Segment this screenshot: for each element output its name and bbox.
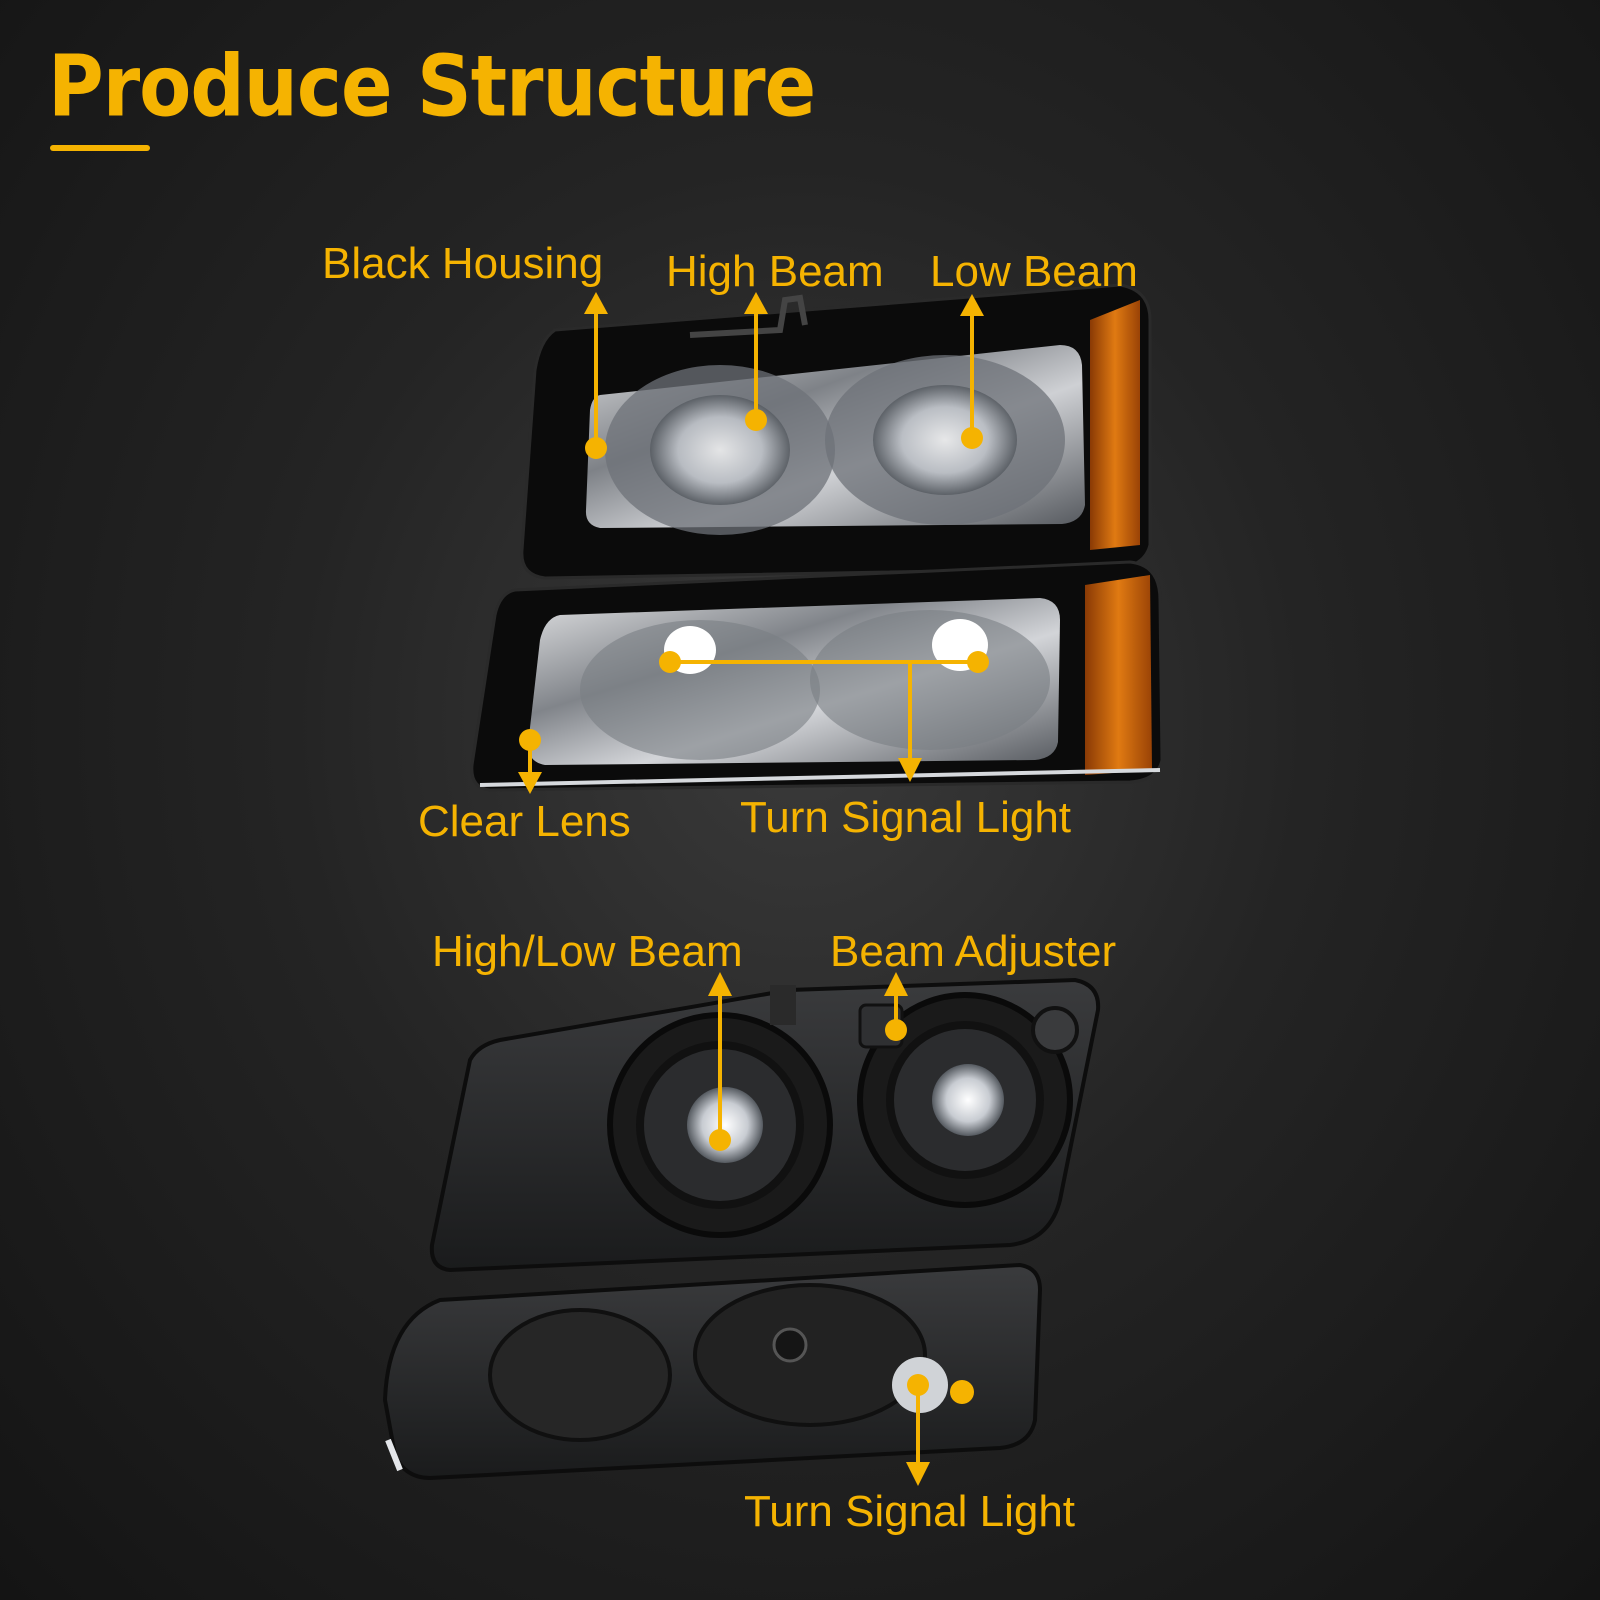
high-beam-dot	[745, 409, 767, 431]
high-low-beam-arrow-icon	[708, 972, 732, 996]
rear-headlight	[429, 977, 1101, 1273]
beam-adjuster-arrow-icon	[884, 972, 908, 996]
turn-signal-rear-arrow-icon	[906, 1462, 930, 1486]
label-beam-adjuster: Beam Adjuster	[830, 927, 1117, 976]
low-beam-arrow-icon	[960, 294, 984, 316]
page-title: Produce Structure	[48, 36, 816, 136]
clear-lens-arrow-icon	[518, 772, 542, 794]
label-high-beam: High Beam	[666, 247, 884, 296]
black-housing-arrow-icon	[584, 292, 608, 314]
turn-signal-front-arrow-icon	[898, 758, 922, 782]
black-housing-dot	[585, 437, 607, 459]
turn-signal-front-dot-right	[967, 651, 989, 673]
label-low-beam: Low Beam	[930, 247, 1138, 296]
label-turn-signal-rear: Turn Signal Light	[744, 1487, 1076, 1536]
front-headlight	[520, 283, 1152, 580]
beam-adjuster-dot	[885, 1019, 907, 1041]
label-black-housing: Black Housing	[322, 239, 604, 288]
front-bumper-light	[470, 560, 1164, 792]
turn-signal-front-dot-left	[659, 651, 681, 673]
high-beam-arrow-icon	[744, 292, 768, 314]
rear-bumper-light	[382, 1262, 1043, 1481]
clear-lens-dot	[519, 729, 541, 751]
callouts	[518, 292, 989, 1486]
high-low-beam-dot	[709, 1129, 731, 1151]
turn-signal-rear-dot	[907, 1374, 929, 1396]
label-high-low-beam: High/Low Beam	[432, 927, 743, 976]
title-underline	[50, 145, 150, 151]
label-clear-lens: Clear Lens	[418, 797, 631, 846]
low-beam-dot	[961, 427, 983, 449]
label-turn-signal-front: Turn Signal Light	[740, 793, 1072, 842]
